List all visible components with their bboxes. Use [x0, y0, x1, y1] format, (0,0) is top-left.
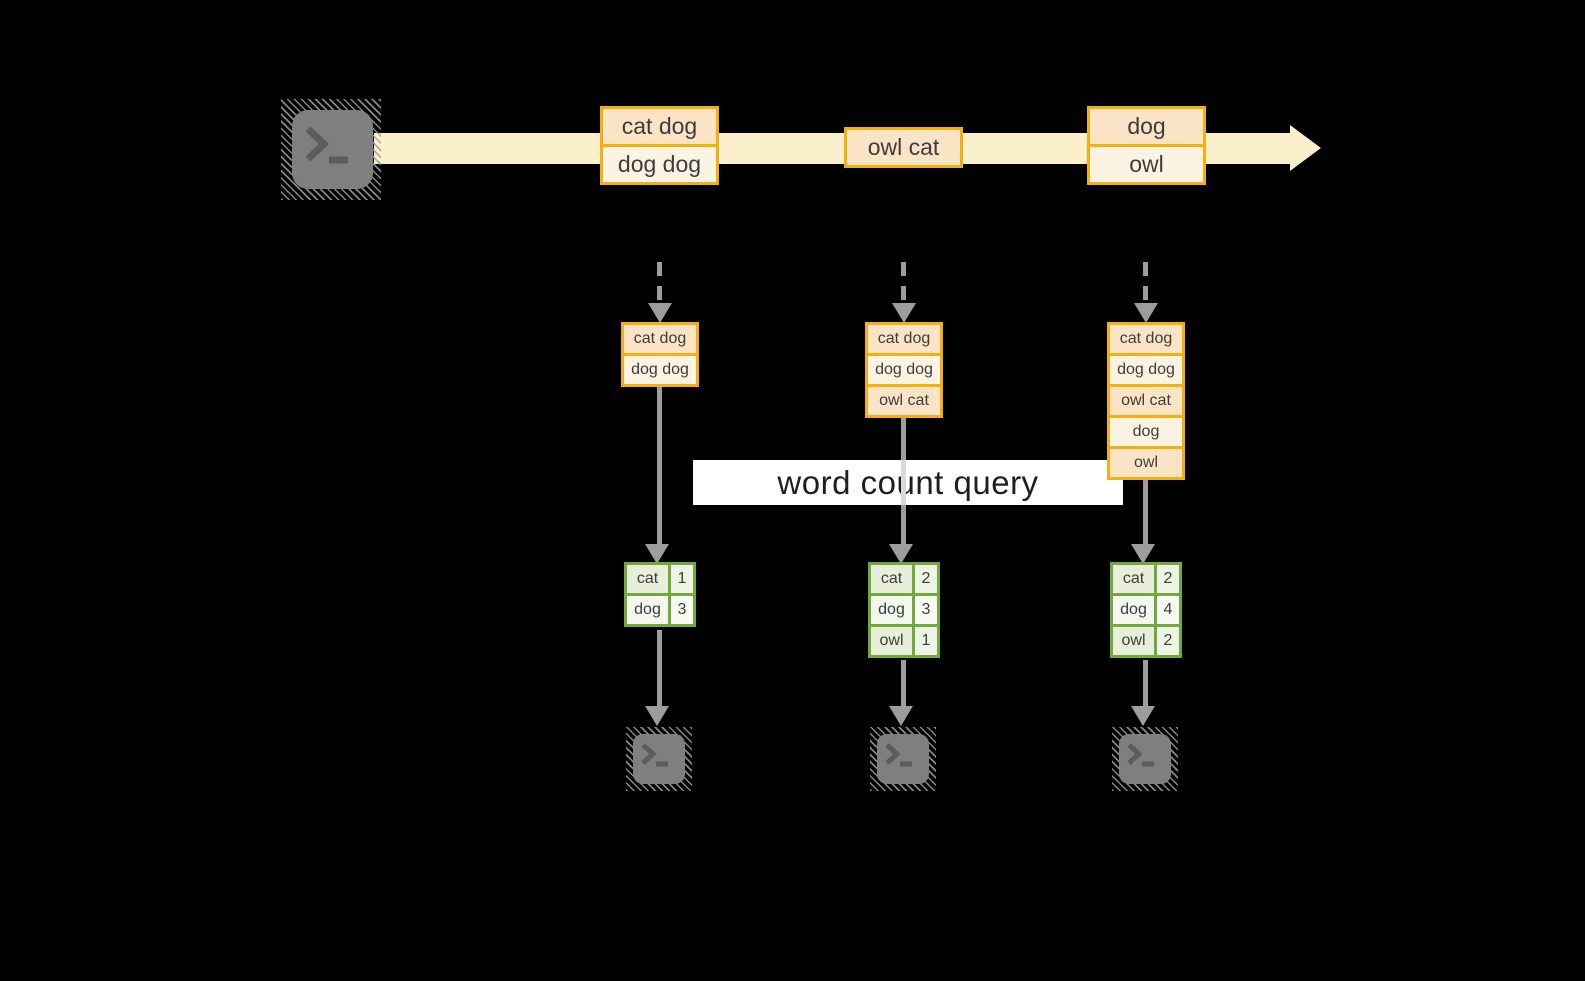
batch-dashed-arrow-stem — [901, 262, 906, 304]
state-row: dog dog — [1110, 356, 1182, 384]
stream-event-row: owl cat — [847, 130, 960, 165]
word-cell: owl — [1113, 627, 1154, 655]
terminal-plate — [1119, 734, 1171, 784]
stream-event-row: dog dog — [603, 147, 716, 182]
count-cell: 3 — [915, 596, 937, 624]
stream-event-row: dog — [1090, 109, 1203, 144]
result-flow-line — [657, 630, 662, 708]
query-flow-line — [657, 387, 662, 546]
state-box-2: cat dog dog dog owl cat — [865, 322, 943, 418]
count-cell: 4 — [1157, 596, 1179, 624]
result-arrowhead-icon — [889, 706, 913, 726]
count-cell: 1 — [671, 565, 693, 593]
stream-arrowhead — [1290, 125, 1321, 171]
terminal-plate — [292, 110, 373, 189]
state-box-3: cat dog dog dog owl cat dog owl — [1107, 322, 1185, 480]
query-flow-line-over-banner — [901, 460, 906, 505]
count-cell: 1 — [915, 627, 937, 655]
word-cell: cat — [1113, 565, 1154, 593]
query-banner-label: word count query — [777, 463, 1039, 501]
state-row: owl — [1110, 449, 1182, 477]
result-flow-line — [1143, 660, 1148, 708]
terminal-prompt-icon — [305, 126, 348, 164]
batch-dashed-arrow-stem — [657, 262, 662, 304]
state-box-1: cat dog dog dog — [621, 322, 699, 387]
state-row: dog — [1110, 418, 1182, 446]
word-cell: owl — [871, 627, 912, 655]
word-cell: dog — [1113, 596, 1154, 624]
batch-dashed-arrow-stem — [1143, 262, 1148, 304]
output-terminal-icon-1 — [626, 727, 692, 791]
terminal-prompt-icon — [885, 743, 912, 767]
terminal-plate — [877, 734, 929, 784]
terminal-prompt-icon — [641, 743, 668, 767]
stream-event-row: cat dog — [603, 109, 716, 144]
stream-event-row: owl — [1090, 147, 1203, 182]
terminal-prompt-icon — [1127, 743, 1154, 767]
count-cell: 2 — [1157, 627, 1179, 655]
stream-event-box-2: owl cat — [844, 127, 963, 168]
source-terminal-icon — [281, 99, 381, 200]
count-cell: 2 — [915, 565, 937, 593]
word-cell: dog — [627, 596, 668, 624]
flow-arrowhead-icon — [889, 544, 913, 564]
query-flow-line — [1143, 480, 1148, 546]
terminal-plate — [633, 734, 685, 784]
state-row: owl cat — [868, 387, 940, 415]
state-row: cat dog — [868, 325, 940, 353]
batch-arrowhead-icon — [1134, 303, 1158, 323]
batch-arrowhead-icon — [892, 303, 916, 323]
flow-arrowhead-icon — [645, 544, 669, 564]
state-row: dog dog — [868, 356, 940, 384]
word-cell: cat — [871, 565, 912, 593]
state-row: dog dog — [624, 356, 696, 384]
result-flow-line — [901, 660, 906, 708]
word-cell: cat — [627, 565, 668, 593]
word-cell: dog — [871, 596, 912, 624]
state-row: owl cat — [1110, 387, 1182, 415]
count-cell: 2 — [1157, 565, 1179, 593]
state-row: cat dog — [1110, 325, 1182, 353]
query-banner: word count query — [693, 460, 1123, 505]
count-cell: 3 — [671, 596, 693, 624]
batch-arrowhead-icon — [648, 303, 672, 323]
state-row: cat dog — [624, 325, 696, 353]
output-terminal-icon-3 — [1112, 727, 1178, 791]
result-arrowhead-icon — [1131, 706, 1155, 726]
output-terminal-icon-2 — [870, 727, 936, 791]
result-arrowhead-icon — [645, 706, 669, 726]
flow-arrowhead-icon — [1131, 544, 1155, 564]
